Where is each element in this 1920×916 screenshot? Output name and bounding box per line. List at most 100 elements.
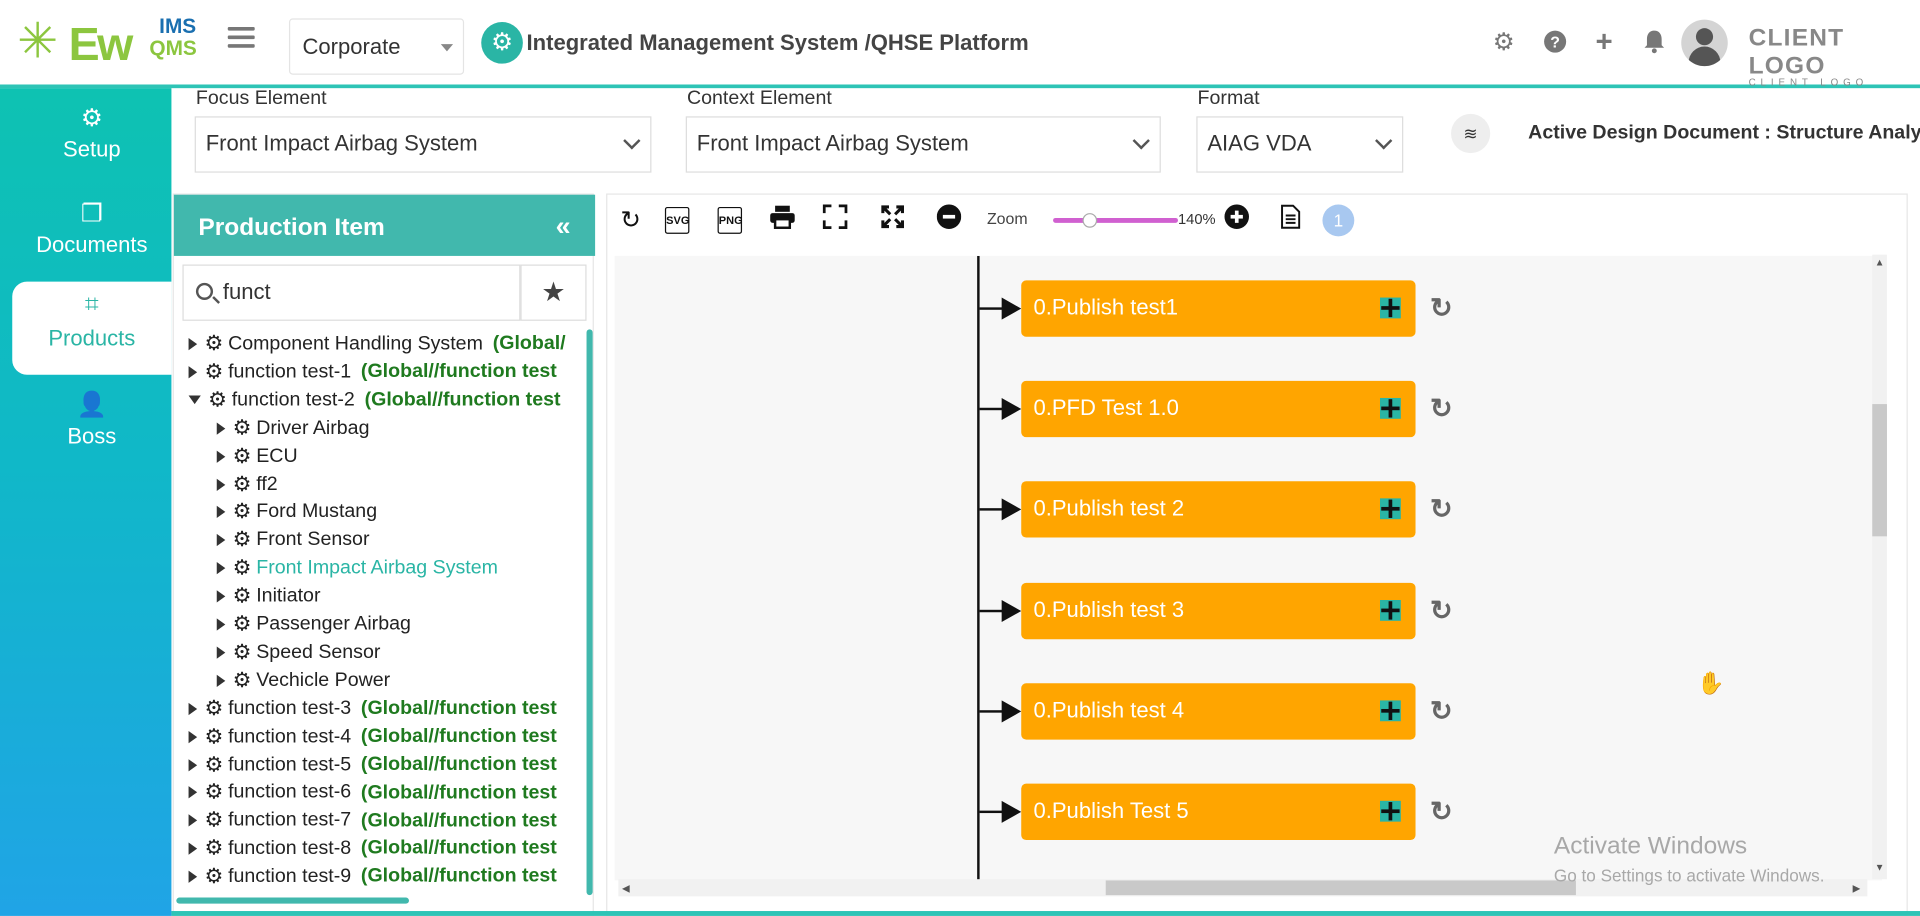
- node-refresh-icon[interactable]: ↻: [1429, 695, 1453, 726]
- caret-right-icon[interactable]: [216, 590, 226, 603]
- tree-item[interactable]: ⚙function test-4(Global//function test: [188, 724, 557, 752]
- zoom-in-icon[interactable]: [1223, 204, 1250, 236]
- tree-item[interactable]: ⚙Driver Airbag: [216, 416, 369, 444]
- add-child-icon[interactable]: [1380, 398, 1401, 420]
- diagram-canvas[interactable]: 0.Publish test1 ↻ 0.PFD Test 1.0 ↻ 0.Publish…: [614, 255, 1883, 881]
- caret-right-icon[interactable]: [188, 365, 198, 379]
- caret-right-icon[interactable]: [188, 758, 198, 771]
- tree-item[interactable]: ⚙function test-1(Global//function test: [188, 360, 557, 388]
- tree-item[interactable]: ⚙Ford Mustang: [216, 500, 377, 528]
- caret-right-icon[interactable]: [216, 646, 226, 659]
- tree-item[interactable]: ⚙function test-7(Global//function test: [188, 809, 557, 837]
- node-refresh-icon[interactable]: ↻: [1429, 393, 1453, 424]
- node-refresh-icon[interactable]: ↻: [1429, 292, 1453, 324]
- export-png-button[interactable]: PNG: [717, 206, 743, 234]
- organization-select[interactable]: Corporate: [288, 18, 465, 75]
- node-refresh-icon[interactable]: ↻: [1429, 594, 1453, 626]
- scroll-left-arrow-icon[interactable]: ◀: [622, 882, 630, 894]
- add-child-icon[interactable]: [1380, 297, 1401, 319]
- diagram-node[interactable]: 0.Publish test 4: [1021, 683, 1416, 740]
- canvas-horizontal-scroll-thumb[interactable]: [1105, 880, 1576, 896]
- tree-item[interactable]: ⚙function test-6(Global//function test: [188, 780, 557, 808]
- print-icon[interactable]: [768, 204, 797, 236]
- scroll-right-arrow-icon[interactable]: ▶: [1852, 882, 1861, 894]
- diagram-node[interactable]: 0.Publish Test 5: [1021, 783, 1416, 841]
- canvas-vertical-scrollbar[interactable]: [1872, 254, 1887, 880]
- plus-icon[interactable]: +: [1595, 25, 1613, 59]
- sidebar-item-documents[interactable]: ❐ Documents: [12, 189, 171, 282]
- scroll-down-arrow-icon[interactable]: ▼: [1874, 862, 1885, 874]
- refresh-icon[interactable]: ↻: [620, 206, 641, 234]
- diagram-node[interactable]: 0.Publish test 2: [1021, 481, 1416, 539]
- sidebar-item-products[interactable]: ⌗ Products: [12, 281, 172, 375]
- node-refresh-icon[interactable]: ↻: [1429, 493, 1453, 525]
- tree-item[interactable]: ⚙Front Sensor: [216, 528, 369, 556]
- format-select[interactable]: AIAG VDA: [1196, 116, 1404, 173]
- diagram-node[interactable]: 0.PFD Test 1.0: [1021, 381, 1416, 438]
- caret-right-icon[interactable]: [216, 562, 226, 575]
- hamburger-menu-icon[interactable]: [227, 26, 255, 49]
- canvas-vertical-scroll-thumb[interactable]: [1872, 404, 1887, 537]
- tree-item[interactable]: ⚙Speed Sensor: [216, 640, 380, 668]
- help-icon[interactable]: ?: [1542, 29, 1569, 56]
- tree-item[interactable]: ⚙Component Handling System(Global/: [188, 332, 566, 360]
- scroll-up-arrow-icon[interactable]: ▲: [1874, 257, 1885, 269]
- tree-item[interactable]: ⚙Vechicle Power: [216, 668, 390, 696]
- tree-item[interactable]: ⚙function test-3(Global//function test: [188, 696, 557, 724]
- caret-right-icon[interactable]: [216, 534, 226, 547]
- tree-item[interactable]: ⚙function test-2(Global//function test: [188, 388, 561, 416]
- zoom-slider[interactable]: [1053, 213, 1178, 228]
- export-svg-button[interactable]: SVG: [664, 206, 689, 234]
- app-logo[interactable]: ✳ Ew IMS QMS: [17, 12, 201, 73]
- caret-right-icon[interactable]: [188, 337, 198, 351]
- focus-element-select[interactable]: Front Impact Airbag System: [194, 116, 652, 173]
- page-badge[interactable]: 1: [1322, 204, 1355, 237]
- caret-open-icon[interactable]: [188, 395, 201, 405]
- sidebar-item-setup[interactable]: ⚙ Setup: [12, 93, 171, 186]
- tree-item[interactable]: ⚙ECU: [216, 444, 298, 472]
- zoom-out-icon[interactable]: [936, 204, 963, 236]
- tree-item[interactable]: ⚙function test-5(Global//function test: [188, 752, 557, 780]
- diagram-node[interactable]: 0.Publish test 3: [1021, 582, 1416, 639]
- document-icon[interactable]: [1278, 204, 1302, 236]
- tree-item[interactable]: ⚙Passenger Airbag: [216, 612, 411, 640]
- caret-right-icon[interactable]: [216, 422, 226, 435]
- caret-right-icon[interactable]: [188, 786, 198, 799]
- diagram-node[interactable]: 0.Publish test1: [1021, 280, 1416, 337]
- tree-item[interactable]: ⚙ff2: [216, 472, 278, 500]
- bell-icon[interactable]: [1641, 29, 1668, 56]
- add-child-icon[interactable]: [1380, 800, 1401, 822]
- sidebar-item-boss[interactable]: 👤 Boss: [12, 380, 171, 473]
- user-avatar[interactable]: [1681, 19, 1728, 67]
- context-element-select[interactable]: Front Impact Airbag System: [685, 116, 1161, 173]
- zoom-slider-handle[interactable]: [1082, 213, 1098, 228]
- add-child-icon[interactable]: [1380, 498, 1401, 520]
- caret-right-icon[interactable]: [188, 870, 198, 883]
- caret-right-icon[interactable]: [216, 450, 226, 463]
- tree-item[interactable]: ⚙function test-8(Global//function test: [188, 837, 557, 865]
- caret-right-icon[interactable]: [188, 814, 198, 827]
- favorite-star-button[interactable]: ★: [520, 264, 587, 321]
- fullscreen-icon[interactable]: [822, 204, 849, 236]
- caret-right-icon[interactable]: [216, 618, 226, 631]
- add-child-icon[interactable]: [1380, 599, 1401, 621]
- tree-vertical-scrollbar[interactable]: [586, 329, 593, 896]
- tree-item[interactable]: ⚙function test-9(Global//function test: [188, 865, 557, 893]
- tree-item[interactable]: ⚙Front Impact Airbag System: [216, 556, 498, 584]
- caret-right-icon[interactable]: [216, 478, 226, 491]
- layers-icon[interactable]: ≋: [1451, 113, 1491, 154]
- caret-right-icon[interactable]: [188, 842, 198, 855]
- caret-right-icon[interactable]: [188, 702, 198, 715]
- production-search-input[interactable]: funct: [182, 264, 521, 321]
- canvas-horizontal-scrollbar[interactable]: [618, 879, 1868, 897]
- fit-to-screen-icon[interactable]: [879, 204, 906, 236]
- caret-right-icon[interactable]: [188, 730, 198, 743]
- add-child-icon[interactable]: [1380, 700, 1401, 721]
- caret-right-icon[interactable]: [216, 674, 226, 687]
- caret-right-icon[interactable]: [216, 506, 226, 519]
- gear-icon[interactable]: ⚙: [1492, 29, 1515, 57]
- collapse-panel-icon[interactable]: «: [555, 210, 571, 242]
- tree-horizontal-scrollbar[interactable]: [176, 897, 409, 904]
- node-refresh-icon[interactable]: ↻: [1429, 795, 1453, 827]
- tree-item[interactable]: ⚙Initiator: [216, 584, 320, 612]
